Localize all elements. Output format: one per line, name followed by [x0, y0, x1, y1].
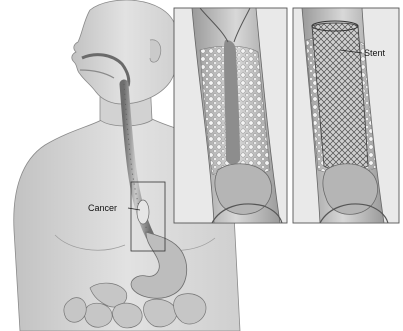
- panel-tumor-closeup: [174, 8, 287, 223]
- panel-stent: [293, 8, 399, 223]
- label-stent: Stent: [364, 48, 385, 58]
- label-cancer: Cancer: [88, 203, 117, 213]
- tumor-marker: [137, 200, 149, 224]
